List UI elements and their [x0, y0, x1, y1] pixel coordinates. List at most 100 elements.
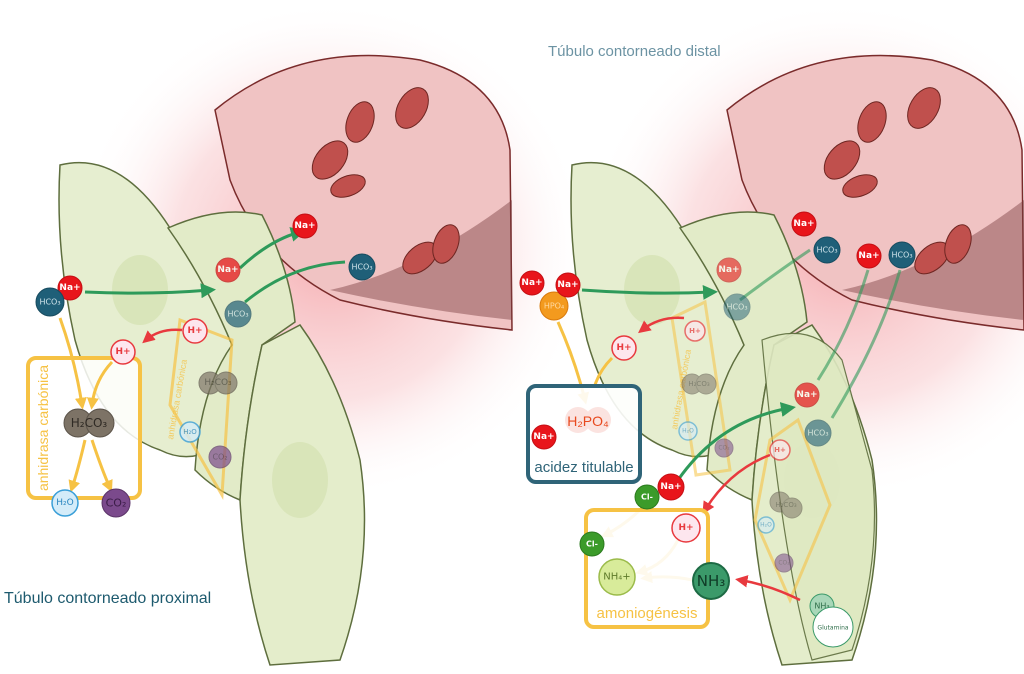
h2o-molecule: H₂O	[51, 489, 79, 517]
h-secretion-arrow	[638, 316, 685, 334]
na-ion-blood-2: Na+	[856, 243, 882, 269]
svg-text:H₂CO₃: H₂CO₃	[204, 378, 232, 388]
hco3-ion-blood-2: HCO₃	[888, 241, 916, 269]
svg-text:Na+: Na+	[557, 280, 578, 290]
h2po4-bubble	[585, 407, 611, 433]
na-ion-lumen: Na+	[657, 473, 685, 501]
svg-text:Cl-: Cl-	[641, 493, 653, 502]
ammoniagenesis-label: amoniogénesis	[597, 605, 698, 622]
enzyme-diamond	[168, 317, 234, 501]
svg-text:H+: H+	[774, 446, 786, 454]
svg-text:NH₃: NH₃	[814, 602, 829, 611]
svg-text:HCO₃: HCO₃	[351, 263, 372, 272]
na-transport-arrow-2	[676, 402, 796, 481]
panel-title-distal: Túbulo contorneado distal	[548, 43, 721, 60]
svg-text:Na+: Na+	[858, 251, 879, 261]
h2co3-molecule: H₂CO₃	[63, 408, 115, 438]
hpo4-ion: HPO₄	[539, 291, 569, 321]
svg-text:Na+: Na+	[217, 265, 238, 275]
svg-text:CO₂: CO₂	[212, 453, 227, 462]
na-ion: Na+	[57, 275, 83, 301]
nh3-molecule: NH₃	[692, 562, 730, 600]
na-ion: Na+	[519, 270, 545, 296]
na-ion-cell: Na+	[215, 257, 241, 283]
svg-text:H₂O: H₂O	[56, 498, 73, 508]
h-secretion-arrow-2	[702, 453, 771, 515]
svg-text:Na+: Na+	[294, 221, 315, 231]
h2co3-to-co2-arrow	[90, 439, 113, 493]
tubule-illustration	[59, 0, 590, 665]
enzyme-diamond-2	[753, 417, 832, 604]
svg-text:CO₂: CO₂	[778, 560, 790, 567]
distal-tubule-panel: Túbulo contorneado distal anhidrasa carb…	[519, 0, 1024, 665]
na-ion-blood: Na+	[791, 211, 817, 237]
h-to-h2co3-arrow	[86, 360, 114, 410]
svg-text:Cl-: Cl-	[586, 540, 598, 549]
svg-text:HPO₄: HPO₄	[544, 302, 564, 311]
hco3-ion-cell: HCO₃	[723, 293, 751, 321]
panel-title-proximal: Túbulo contorneado proximal	[4, 590, 211, 607]
svg-text:Glutamina: Glutamina	[817, 625, 848, 632]
svg-text:H+: H+	[115, 347, 130, 357]
hco3-blood-arrow	[830, 269, 902, 419]
svg-text:Na+: Na+	[793, 219, 814, 229]
h2po4-bubble	[565, 407, 591, 433]
nh4-ion: NH₄+	[598, 558, 636, 596]
svg-text:Na+: Na+	[796, 390, 817, 400]
svg-text:H+: H+	[187, 326, 202, 336]
cl-ion: Cl-	[634, 484, 660, 510]
svg-text:H+: H+	[678, 523, 693, 533]
svg-text:Na+: Na+	[660, 482, 681, 492]
hco3-to-h2co3-arrow	[58, 317, 87, 410]
svg-text:Na+: Na+	[533, 432, 554, 442]
h2o-molecule-cell: H₂O	[179, 421, 201, 443]
svg-text:H₂O: H₂O	[760, 522, 772, 529]
svg-text:HCO₃: HCO₃	[227, 310, 248, 319]
na-ion-blood: Na+	[292, 213, 318, 239]
svg-text:H₂O: H₂O	[682, 428, 694, 435]
svg-text:H+: H+	[689, 327, 701, 335]
svg-text:HCO₃: HCO₃	[891, 251, 912, 260]
svg-text:H₂O: H₂O	[183, 428, 197, 436]
svg-text:H₂CO₃: H₂CO₃	[775, 501, 796, 509]
titratable-acid-box	[526, 384, 642, 484]
titratable-acid-label: acidez titulable	[534, 459, 633, 476]
svg-text:H₂CO₃: H₂CO₃	[688, 380, 709, 388]
na-blood-arrow	[238, 227, 306, 270]
h-to-h2po4-arrow	[593, 356, 614, 386]
co2-molecule-cell-2: CO₂	[774, 553, 794, 573]
svg-text:H₂CO₃: H₂CO₃	[71, 416, 108, 430]
co2-molecule-cell: CO₂	[208, 445, 232, 469]
h2co3-molecule-cell: H₂CO₃	[681, 373, 717, 395]
na-ion-cell-2: Na+	[794, 382, 820, 408]
na-transport-arrow	[84, 283, 216, 299]
h2co3-molecule-cell-2: H₂CO₃	[769, 491, 803, 519]
co2-molecule: CO₂	[101, 488, 131, 518]
svg-text:Na+: Na+	[718, 265, 739, 275]
svg-text:Na+: Na+	[59, 283, 80, 293]
h2o-molecule-cell-2: H₂O	[757, 516, 775, 534]
co2-molecule-cell: CO₂	[714, 438, 734, 458]
svg-text:NH₃: NH₃	[697, 572, 726, 590]
h2co3-molecule-cell: H₂CO₃	[198, 371, 238, 395]
h-ion-cell: H+	[684, 320, 706, 342]
hco3-ion-blood: HCO₃	[348, 253, 376, 281]
svg-text:HCO₃: HCO₃	[726, 303, 747, 312]
hco3-ion-blood: HCO₃	[813, 236, 841, 264]
na-blood-arrow	[816, 269, 870, 381]
na-ion-2: Na+	[555, 272, 581, 298]
na-ion-cell: Na+	[716, 257, 742, 283]
h-ion: H+	[110, 339, 136, 365]
svg-text:CO₂: CO₂	[718, 445, 730, 452]
enzyme-label: anhidrasa carbónica	[35, 365, 51, 491]
svg-text:HCO₃: HCO₃	[807, 429, 828, 438]
hco3-ion-cell-2: HCO₃	[804, 419, 832, 447]
hco3-ion: HCO₃	[35, 287, 65, 317]
cl-ion-box: Cl-	[579, 531, 605, 557]
h2co3-to-h2o-arrow	[68, 439, 87, 493]
svg-text:CO₂: CO₂	[106, 497, 127, 510]
proximal-tubule-panel: anhidrasa carbónica anhidrasa carbónica …	[4, 0, 590, 665]
svg-text:Na+: Na+	[521, 278, 542, 288]
h2o-molecule-cell: H₂O	[678, 421, 698, 441]
